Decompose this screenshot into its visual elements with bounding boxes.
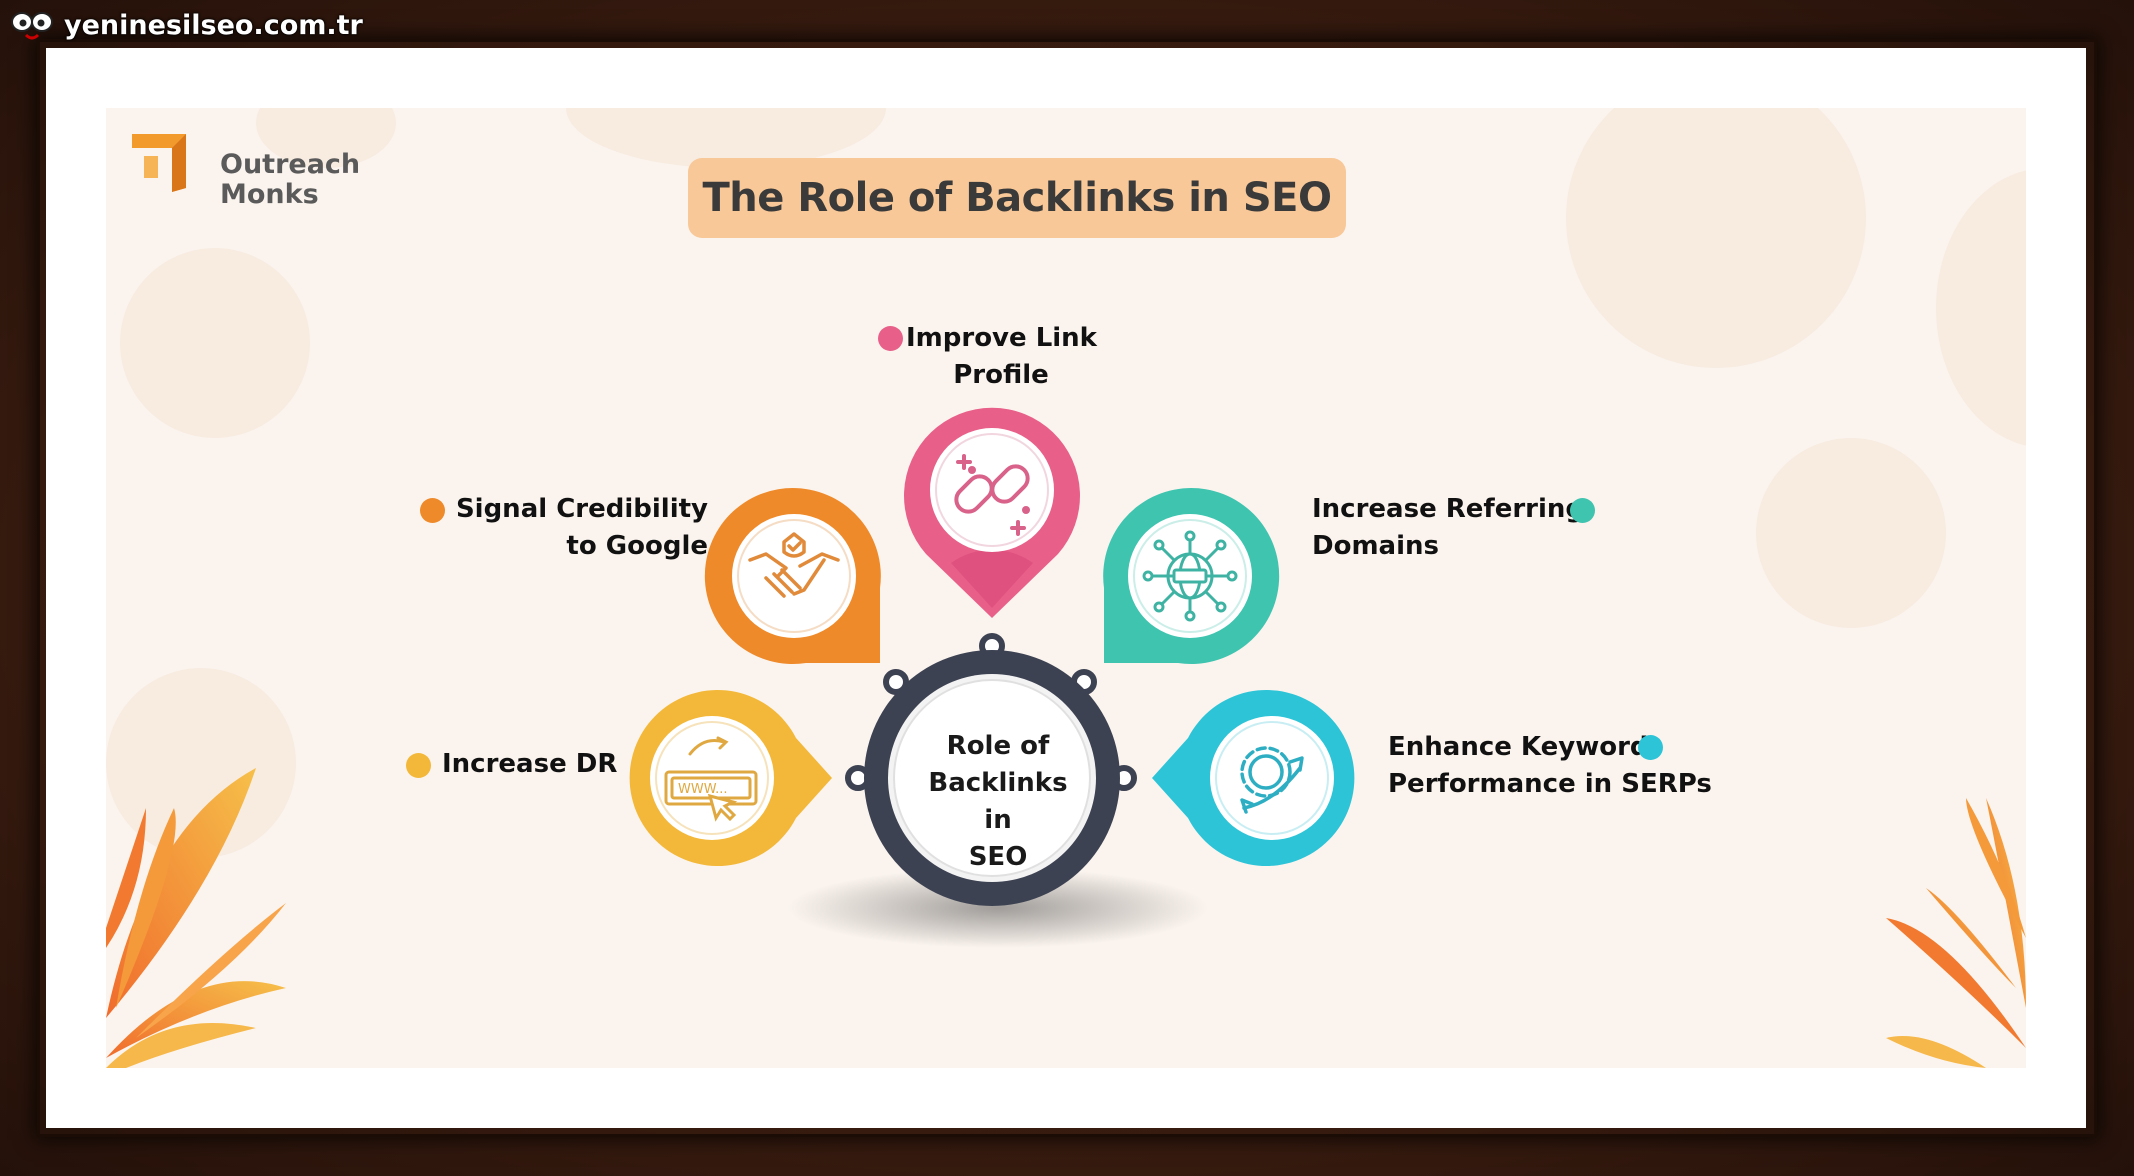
label-enhance-keyword: Enhance Keyword Performance in SERPs <box>1388 729 1712 803</box>
watermark-text: yeninesilseo.com.tr <box>64 9 363 41</box>
www-text: WWW... <box>678 782 727 797</box>
bg-circle <box>120 248 310 438</box>
center-label: Role of Backlinks in SEO <box>918 728 1078 876</box>
label-line: Signal Credibility <box>455 494 708 524</box>
center-line-2: Backlinks in <box>928 768 1068 835</box>
node-increase-referring-domains <box>1103 487 1280 664</box>
center-line-3: SEO <box>968 842 1028 872</box>
center-hub <box>864 650 1120 906</box>
label-line: Improve Link <box>906 323 1097 353</box>
node-signal-credibility <box>704 487 881 664</box>
mascot-logo-icon <box>11 12 53 40</box>
bg-circle <box>1566 108 1866 368</box>
label-line: to Google <box>566 531 708 561</box>
orange-bullet-dot <box>420 498 445 523</box>
label-improve-link-profile: Improve Link Profile <box>906 320 1097 394</box>
node-enhance-keyword <box>1152 690 1355 866</box>
label-line: Performance in SERPs <box>1388 769 1712 799</box>
node-increase-dr: WWW... <box>629 690 832 866</box>
center-shadow <box>788 868 1208 948</box>
diagram-graphics: WWW... <box>106 407 2026 1068</box>
site-watermark: yeninesilseo.com.tr <box>10 6 363 44</box>
handshake-icon <box>748 532 840 598</box>
label-increase-dr: Increase DR <box>442 746 617 783</box>
globe-network-icon <box>1142 530 1238 622</box>
infographic: Outreach Monks The Role of Backlinks in … <box>106 108 2026 1068</box>
pink-bullet-dot <box>878 326 903 351</box>
cyan-bullet-dot <box>1638 735 1663 760</box>
logo-line-2: Monks <box>220 179 319 210</box>
leaf-decoration-right <box>1886 798 2026 1068</box>
chain-link-icon <box>954 454 1030 536</box>
bg-circle <box>1756 438 1946 628</box>
yellow-bullet-dot <box>406 753 431 778</box>
label-line: Increase DR <box>442 749 618 779</box>
label-signal-credibility: Signal Credibility to Google <box>450 491 708 565</box>
logo-line-1: Outreach <box>220 149 361 180</box>
teal-bullet-dot <box>1570 498 1595 523</box>
page-title: The Role of Backlinks in SEO <box>688 158 1346 238</box>
leaf-decoration-left <box>106 768 286 1068</box>
label-line: Domains <box>1312 531 1439 561</box>
node-improve-link-profile <box>904 407 1080 618</box>
www-click-icon <box>664 736 758 822</box>
outreach-monks-logo-icon <box>132 134 186 192</box>
brand-logo: Outreach Monks <box>128 130 378 210</box>
center-line-1: Role of <box>946 731 1050 761</box>
label-increase-referring-domains: Increase Referring Domains <box>1312 491 1585 565</box>
label-line: Profile <box>953 360 1049 390</box>
label-line: Enhance Keyword <box>1388 732 1649 762</box>
label-line: Increase Referring <box>1312 494 1585 524</box>
gear-growth-icon <box>1240 746 1304 814</box>
